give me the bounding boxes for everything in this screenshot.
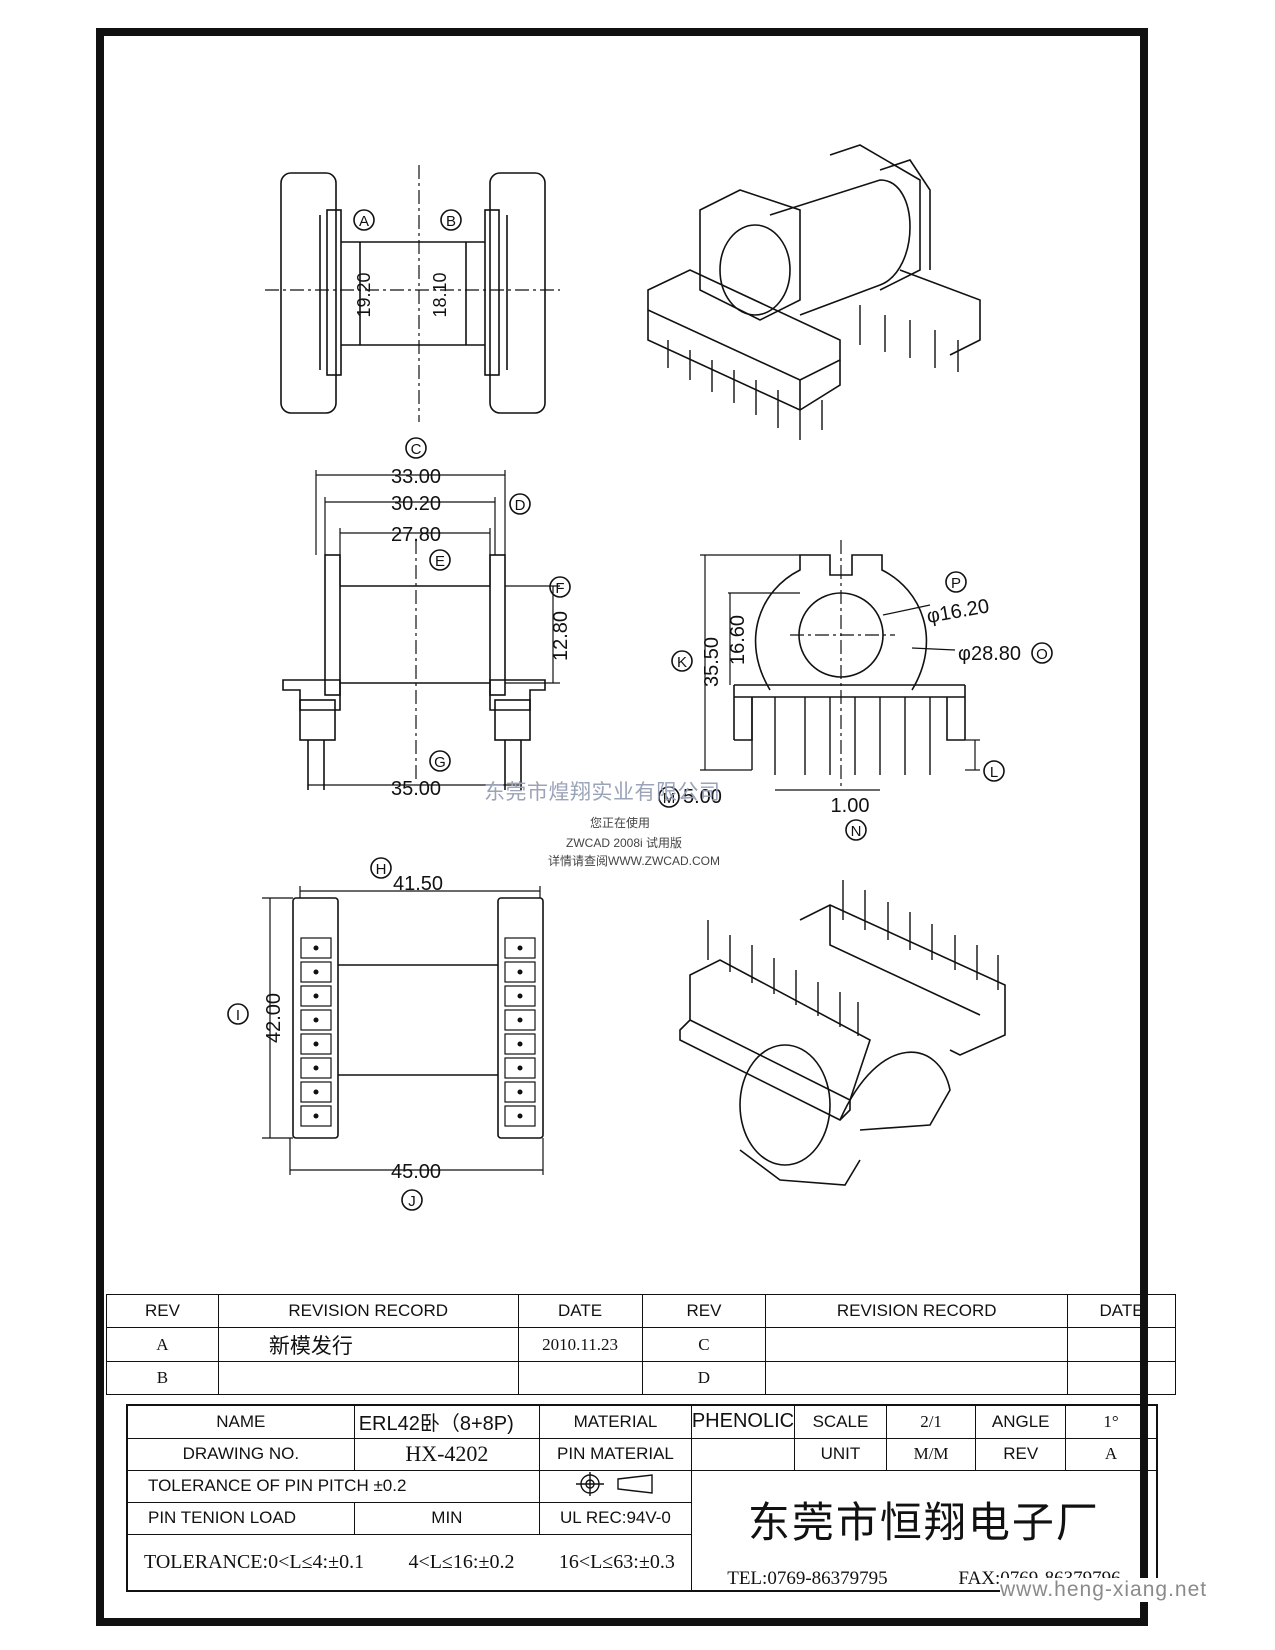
- date-cell: 2010.11.23: [517, 1327, 643, 1362]
- drawing-no-value: HX-4202: [353, 1437, 541, 1471]
- tolerance-2: 4<L≤16:±0.2: [408, 1550, 515, 1573]
- rev-header-2: REV: [641, 1294, 767, 1328]
- dim-30-20: 30.20: [391, 493, 441, 515]
- dim-27-80: 27.80: [391, 524, 441, 546]
- watermark-line2: ZWCAD 2008i 试用版: [566, 836, 683, 850]
- date-cell: [1067, 1327, 1176, 1362]
- label-d: D: [515, 497, 526, 514]
- label-n: N: [851, 823, 862, 840]
- dim-phi-28-80: φ28.80: [958, 643, 1021, 665]
- rev-cell: C: [641, 1327, 767, 1362]
- angle-label: ANGLE: [975, 1404, 1067, 1439]
- label-g: G: [434, 754, 446, 771]
- dim-18-10: 18.10: [430, 272, 450, 317]
- rev-label: REV: [975, 1437, 1067, 1471]
- view-plan: [227, 857, 544, 1211]
- dim-5-00: 5.00: [683, 786, 722, 808]
- dim-42-00: 42.00: [263, 993, 285, 1043]
- label-o: O: [1036, 646, 1048, 663]
- view-side-top: [265, 165, 560, 422]
- third-angle-projection-icon: [576, 1471, 654, 1496]
- label-h: H: [376, 861, 387, 878]
- view-front: [282, 437, 571, 790]
- material-label: MATERIAL: [539, 1404, 692, 1439]
- rev-cell: B: [106, 1361, 219, 1395]
- view-end: [658, 540, 1053, 841]
- revision-record-header-2: REVISION RECORD: [765, 1294, 1069, 1328]
- watermark-line1: 您正在使用: [590, 816, 651, 830]
- label-e: E: [435, 553, 445, 570]
- view-iso-bottom: [679, 880, 1006, 1186]
- label-b: B: [446, 213, 456, 230]
- label-c: C: [411, 441, 422, 458]
- scale-value: 2/1: [885, 1404, 977, 1439]
- pin-material-label: PIN MATERIAL: [539, 1437, 692, 1471]
- dim-41-50: 41.50: [393, 873, 443, 895]
- tolerance-1: TOLERANCE:0<L≤4:±0.1: [144, 1550, 365, 1573]
- pin-material-value: [690, 1437, 796, 1471]
- dim-1-00: 1.00: [831, 795, 870, 817]
- date-cell: [1067, 1361, 1176, 1395]
- projection-symbol: [539, 1469, 692, 1503]
- ul-rec: UL REC:94V-0: [539, 1501, 692, 1535]
- date-header-2: DATE: [1067, 1294, 1176, 1328]
- drawing-no-label: DRAWING NO.: [126, 1437, 355, 1471]
- drawing-border: [96, 28, 1148, 1626]
- tel: TEL:0769-86379795: [727, 1567, 888, 1589]
- scale-label: SCALE: [794, 1404, 887, 1439]
- dim-45-00: 45.00: [391, 1161, 441, 1183]
- revision-record-cell: 新模发行: [217, 1327, 519, 1362]
- rev-header-1: REV: [106, 1294, 219, 1328]
- revision-record-cell: [217, 1361, 519, 1395]
- company-block: 东莞市恒翔电子厂 TEL:0769-86379795 FAX:0769-8637…: [690, 1469, 1158, 1591]
- tolerance-pin-pitch: TOLERANCE OF PIN PITCH ±0.2: [126, 1469, 541, 1503]
- revision-record-header-1: REVISION RECORD: [217, 1294, 519, 1328]
- dim-12-80: 12.80: [550, 611, 572, 661]
- label-m: M: [663, 790, 676, 807]
- label-p: P: [951, 575, 961, 592]
- dim-19-20: 19.20: [354, 272, 374, 317]
- label-k: K: [677, 654, 687, 671]
- label-i: I: [236, 1007, 240, 1024]
- technical-drawing: A B 19.20 18.10: [227, 144, 1053, 1211]
- rev-value: A: [1065, 1437, 1158, 1471]
- material-value: PHENOLIC: [690, 1404, 796, 1439]
- date-header-1: DATE: [517, 1294, 643, 1328]
- table-row: B D: [106, 1361, 1176, 1395]
- label-j: J: [408, 1193, 416, 1210]
- dim-33-00: 33.00: [391, 466, 441, 488]
- date-cell: [517, 1361, 643, 1395]
- tolerance-row: TOLERANCE:0<L≤4:±0.1 4<L≤16:±0.2 16<L≤63…: [126, 1533, 692, 1592]
- tolerance-3: 16<L≤63:±0.3: [558, 1550, 675, 1573]
- unit-value: M/M: [885, 1437, 977, 1471]
- rev-cell: D: [641, 1361, 767, 1395]
- dim-35-00: 35.00: [391, 778, 441, 800]
- unit-label: UNIT: [794, 1437, 887, 1471]
- label-f: F: [555, 580, 564, 597]
- dim-phi-16-20: φ16.20: [925, 595, 991, 628]
- view-iso-top: [647, 144, 981, 440]
- table-row: A 新模发行 2010.11.23 C: [106, 1327, 1176, 1362]
- label-a: A: [359, 213, 369, 230]
- watermark-line3: 详情请查阅WWW.ZWCAD.COM: [548, 854, 720, 868]
- pin-tension-value: MIN: [353, 1501, 541, 1535]
- title-block: NAME ERL42卧（8+8P) MATERIAL PHENOLIC SCAL…: [126, 1404, 1158, 1592]
- revision-header-row: REV REVISION RECORD DATE REV REVISION RE…: [106, 1294, 1176, 1328]
- name-value: ERL42卧（8+8P): [353, 1404, 541, 1439]
- dim-35-50: 35.50: [701, 637, 723, 687]
- revision-table: REV REVISION RECORD DATE REV REVISION RE…: [106, 1294, 1176, 1395]
- watermark-company: 东莞市煌翔实业有限公司: [484, 781, 721, 804]
- revision-record-cell: [765, 1361, 1069, 1395]
- name-label: NAME: [126, 1404, 355, 1439]
- angle-value: 1°: [1065, 1404, 1158, 1439]
- website-watermark: www.heng-xiang.net: [1000, 1578, 1208, 1602]
- revision-record-cell: [765, 1327, 1069, 1362]
- rev-cell: A: [106, 1327, 219, 1362]
- label-l: L: [990, 764, 998, 781]
- company-name: 东莞市恒翔电子厂: [747, 1497, 1100, 1547]
- pin-tension-label: PIN TENION LOAD: [126, 1501, 355, 1535]
- dim-16-60: 16.60: [727, 615, 749, 665]
